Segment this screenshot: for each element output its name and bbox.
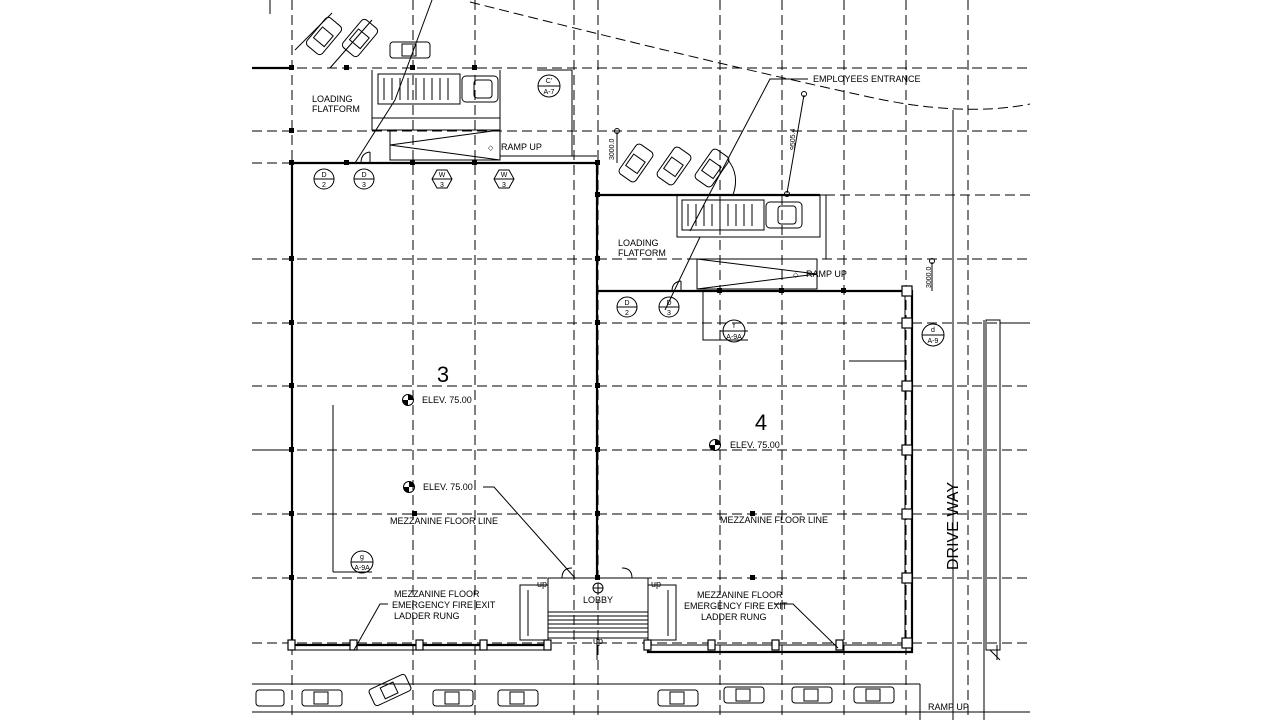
svg-text:3: 3 <box>362 182 366 189</box>
svg-text:A-9A: A-9A <box>354 565 370 572</box>
unit-4-elevation: ELEV. 75.00 <box>730 440 780 450</box>
parked-cars <box>252 12 1030 720</box>
door-tag-1: D 2 <box>313 168 335 190</box>
grid-lines <box>252 0 1030 720</box>
ladder-rung-label-2: LADDER RUNG <box>701 612 767 622</box>
loading-platform-label-1b: FLATFORM <box>312 104 360 114</box>
truck-1 <box>377 73 499 105</box>
svg-text:3: 3 <box>440 182 444 189</box>
dimension-3000-a: 3000.0 <box>609 138 616 160</box>
section-mark-f-a9a: f A-9A <box>720 319 748 343</box>
stair-up-label-1: up <box>537 579 547 589</box>
section-mark-d-a9: d A-9 <box>921 323 945 347</box>
svg-text:d: d <box>931 327 935 334</box>
loading-area-1 <box>354 0 597 164</box>
svg-text:◇: ◇ <box>488 145 494 152</box>
svg-text:g: g <box>360 554 364 561</box>
svg-text:D: D <box>321 172 326 179</box>
svg-text:W: W <box>439 172 446 179</box>
unit-4-number: 4 <box>755 410 767 435</box>
door-tag-3: D 2 <box>616 296 638 318</box>
svg-text:D: D <box>666 300 671 307</box>
svg-text:D: D <box>361 172 366 179</box>
mezzanine-floor-label-1: MEZZANINE FLOOR <box>394 589 480 599</box>
svg-text:A-9: A-9 <box>928 338 939 345</box>
loading-platform-label-2a: LOADING <box>618 238 659 248</box>
window-tag-1: W 3 <box>431 169 453 189</box>
window-tag-2: W 3 <box>493 169 515 189</box>
loading-platform-label-2b: FLATFORM <box>618 248 666 258</box>
emergency-fire-exit-label-2: EMERGENCY FIRE EXIT <box>684 601 788 611</box>
dimension-3000-b: 3000.0 <box>926 266 933 288</box>
svg-text:2: 2 <box>625 310 629 317</box>
elevation-marker-extra <box>403 481 415 493</box>
svg-text:f: f <box>733 323 735 330</box>
leader-lines <box>252 78 935 651</box>
svg-text:3: 3 <box>502 182 506 189</box>
employees-entrance-label: EMPLOYEES ENTRANCE <box>813 74 921 84</box>
svg-text:W: W <box>501 172 508 179</box>
unit-3-elevation: ELEV. 75.00 <box>422 395 472 405</box>
loading-area-2 <box>664 159 827 311</box>
lobby-label: LOBBY <box>583 595 613 605</box>
unit-3-number: 3 <box>437 362 449 387</box>
door-tag-2: D 3 <box>353 168 375 190</box>
emergency-fire-exit-label-1: EMERGENCY FIRE EXIT <box>392 600 496 610</box>
ramp-up-label-2: RAMP UP <box>806 269 847 279</box>
driveway-edges <box>952 110 1030 720</box>
elevation-marker-unit-3 <box>402 394 414 406</box>
mezzanine-floor-line-label-2: MEZZANINE FLOOR LINE <box>720 515 828 525</box>
section-mark-c-a7: C' A-7 <box>537 74 561 98</box>
stair-up-label-2: up <box>651 579 661 589</box>
svg-text:3: 3 <box>667 310 671 317</box>
site-boundary-curve <box>469 1 1031 110</box>
ramp-up-label-3: RAMP UP <box>928 702 969 712</box>
lobby-area <box>519 567 677 660</box>
truck-2 <box>681 199 803 231</box>
door-tag-4: D 3 <box>658 296 680 318</box>
ramp-up-label-1: RAMP UP <box>501 142 542 152</box>
svg-text:A-9A: A-9A <box>726 334 742 341</box>
dimension-9505: 9505.4 <box>790 128 797 150</box>
loading-platform-label-1a: LOADING <box>312 94 353 104</box>
driveway-label: DRIVE WAY <box>945 482 962 570</box>
mezzanine-floor-label-2: MEZZANINE FLOOR <box>697 590 783 600</box>
svg-text:2: 2 <box>322 182 326 189</box>
stair-up-label-3: up <box>593 636 603 646</box>
svg-text:C': C' <box>546 78 552 85</box>
extra-elevation: ELEV. 75.00 <box>423 482 473 492</box>
elevation-marker-unit-4 <box>709 439 721 451</box>
section-mark-g-a9a: g A-9A <box>350 550 374 574</box>
ladder-rung-label-1: LADDER RUNG <box>394 611 460 621</box>
structural-columns <box>287 65 913 651</box>
svg-text:D: D <box>624 300 629 307</box>
svg-text:A-7: A-7 <box>544 89 555 96</box>
svg-text:◇: ◇ <box>793 272 799 279</box>
mezzanine-floor-line-label-1: MEZZANINE FLOOR LINE <box>390 516 498 526</box>
